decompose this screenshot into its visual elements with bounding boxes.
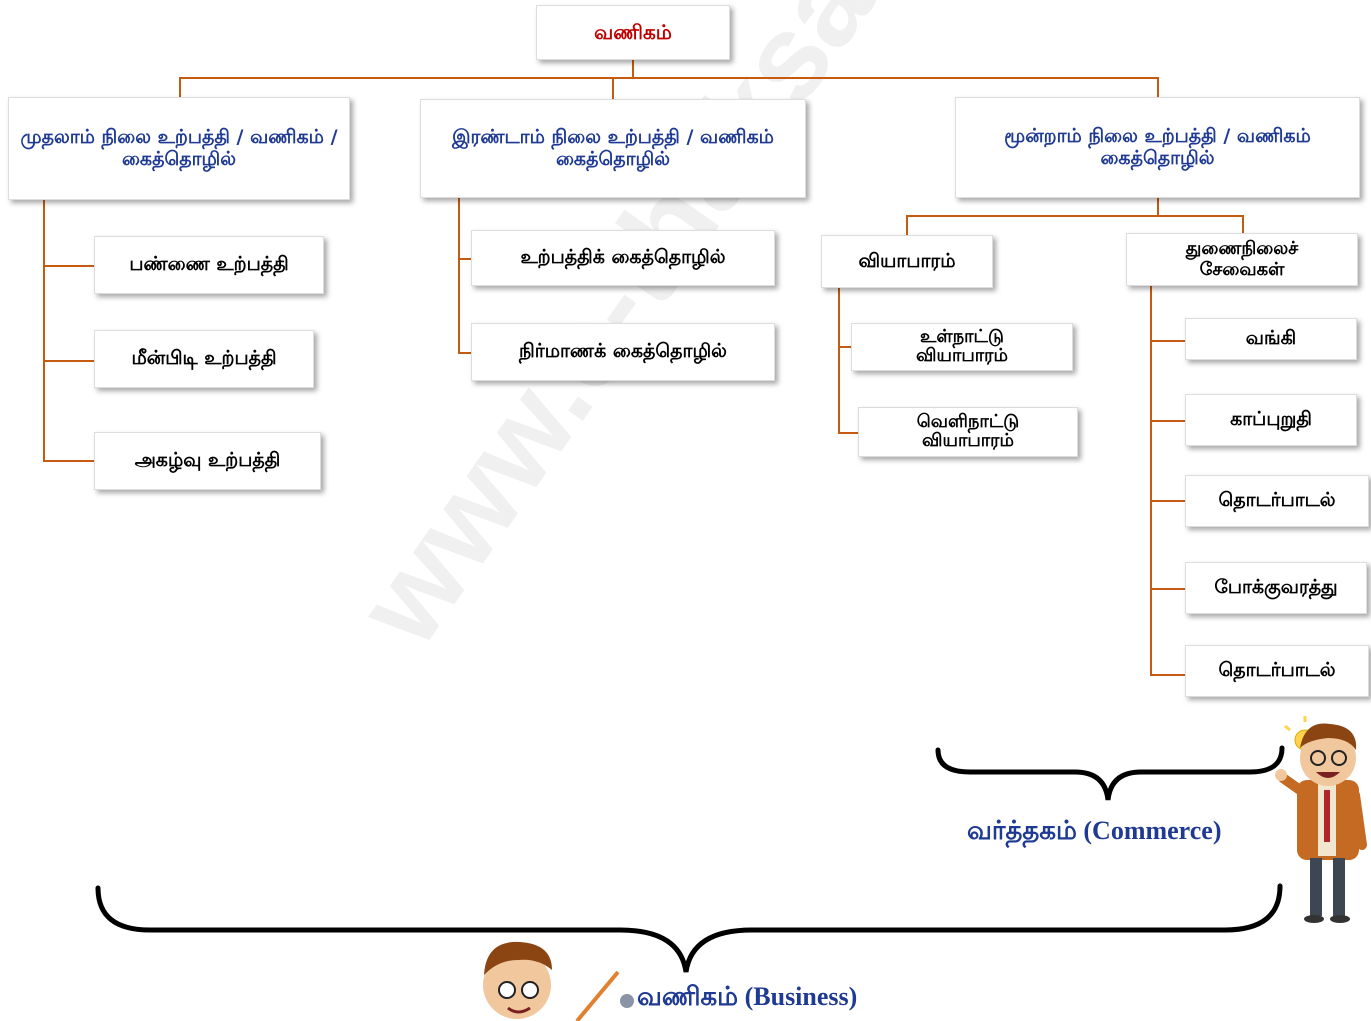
transport-node: போக்குவரத்து: [1185, 562, 1367, 614]
mining-production-node: அகழ்வு உற்பத்தி: [94, 432, 321, 490]
connector-line: [1150, 588, 1186, 590]
connector-line: [1150, 674, 1186, 676]
connector-line: [838, 288, 840, 433]
commerce-brace: [935, 745, 1285, 801]
connector-line: [838, 432, 858, 434]
secondary-level-node: இரண்டாம் நிலை உற்பத்தி / வணிகம் கைத்தொழி…: [420, 99, 806, 198]
student-avatar: [483, 941, 634, 1021]
connector-line: [43, 265, 95, 267]
banking-node: வங்கி: [1185, 318, 1357, 360]
connector-line: [632, 58, 634, 78]
manufacturing-node: உற்பத்திக் கைத்தொழில்: [471, 230, 775, 286]
business-label: வணிகம் (Business): [637, 982, 858, 1011]
aids-to-trade-node: துணைநிலைச் சேவைகள்: [1126, 233, 1358, 286]
connector-line: [458, 258, 472, 260]
fishing-production-node: மீன்பிடி உற்பத்தி: [94, 330, 314, 388]
connector-line: [838, 346, 852, 348]
presenter-avatar: [1275, 723, 1367, 923]
connector-line: [1157, 198, 1159, 216]
tertiary-level-node: மூன்றாம் நிலை உற்பத்தி / வணிகம் கைத்தொழி…: [955, 97, 1360, 198]
connector-line: [43, 460, 95, 462]
insurance-node: காப்புறுதி: [1185, 394, 1357, 446]
connector-line: [1150, 420, 1186, 422]
connector-line: [1150, 286, 1152, 676]
communication-node-2: தொடர்பாடல்: [1185, 645, 1369, 697]
connector-line: [1150, 500, 1186, 502]
connector-line: [906, 215, 908, 235]
connector-line: [1157, 77, 1159, 97]
connector-line: [1242, 215, 1244, 233]
primary-level-node: முதலாம் நிலை உற்பத்தி / வணிகம் / கைத்தொழ…: [8, 97, 350, 200]
connector-line: [1150, 340, 1186, 342]
communication-node: தொடர்பாடல்: [1185, 475, 1369, 527]
connector-line: [179, 77, 181, 97]
foreign-trade-node: வெளிநாட்டு வியாபாரம்: [858, 407, 1078, 457]
commerce-label: வர்த்தகம் (Commerce): [967, 816, 1222, 845]
connector-line: [43, 360, 95, 362]
construction-node: நிர்மாணக் கைத்தொழில்: [471, 323, 775, 381]
domestic-trade-node: உள்நாட்டு வியாபாரம்: [851, 323, 1073, 371]
connector-line: [458, 198, 460, 353]
farm-production-node: பண்ணை உற்பத்தி: [94, 236, 324, 294]
trade-node: வியாபாரம்: [821, 235, 993, 288]
root-node: வணிகம்: [536, 5, 730, 60]
connector-line: [612, 77, 614, 99]
connector-line: [458, 352, 472, 354]
connector-line: [906, 215, 1244, 217]
connector-line: [43, 200, 45, 461]
connector-line: [179, 77, 1159, 79]
business-brace: [95, 883, 1283, 973]
